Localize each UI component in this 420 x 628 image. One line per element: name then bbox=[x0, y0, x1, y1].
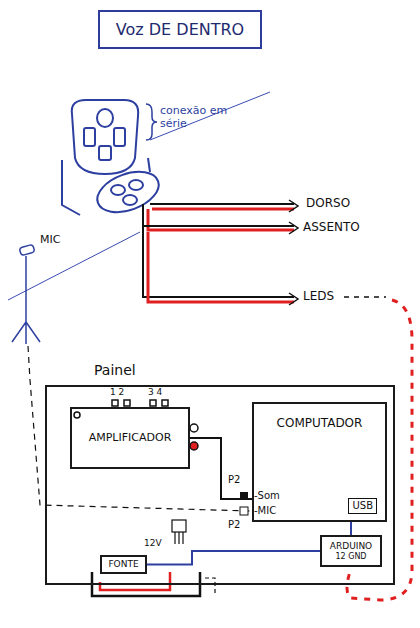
channel-number: 1 2 bbox=[110, 387, 124, 398]
wall-line bbox=[150, 92, 270, 140]
rca-plug bbox=[190, 442, 198, 450]
title-box: Voz DE DENTRO bbox=[98, 10, 262, 49]
signal-label: -Som bbox=[254, 490, 280, 502]
dashed-wire bbox=[205, 578, 215, 596]
dashed-lead bbox=[344, 296, 386, 298]
part-label: DORSO bbox=[306, 196, 350, 210]
note-label: conexão em série bbox=[160, 104, 234, 130]
arduino-box: ARDUINO12 GND bbox=[320, 535, 382, 567]
port-label: USB bbox=[348, 498, 377, 514]
chair-drawing bbox=[62, 100, 164, 220]
power-wire bbox=[147, 551, 320, 565]
pin-label: 12 GND bbox=[335, 552, 366, 562]
channel-number: 3 4 bbox=[148, 387, 162, 398]
bracket bbox=[146, 104, 157, 140]
seat-wires bbox=[143, 200, 298, 305]
part-label: ASSENTO bbox=[303, 220, 360, 234]
power-cable bbox=[100, 572, 170, 590]
regulator-symbol bbox=[172, 520, 186, 544]
part-label: MIC bbox=[40, 233, 60, 246]
signal-label: -MIC bbox=[254, 505, 276, 517]
rca-plug bbox=[190, 424, 198, 432]
amplifier-box: AMPLIFICADOR bbox=[70, 407, 190, 469]
audio-cable bbox=[190, 438, 252, 499]
usb-cable bbox=[350, 522, 352, 535]
power-supply-box: FONTE bbox=[100, 555, 147, 574]
power-supply-label: FONTE bbox=[108, 559, 138, 570]
amplifier-details bbox=[74, 400, 168, 418]
arduino-label: ARDUINO bbox=[330, 541, 372, 552]
part-label: LEDS bbox=[303, 289, 334, 303]
panel-heading: Painel bbox=[94, 362, 136, 379]
panel-board: PainelAMPLIFICADORCOMPUTADORUSBARDUINO12… bbox=[45, 385, 395, 585]
floor-line bbox=[8, 232, 140, 300]
mic-dashed-wire bbox=[28, 346, 250, 511]
mic-stand bbox=[12, 244, 40, 344]
connector-label: P2 bbox=[228, 519, 240, 531]
p2-plug bbox=[240, 507, 248, 515]
computer-box: COMPUTADOR USB bbox=[252, 402, 387, 522]
connector-label: P2 bbox=[228, 474, 240, 486]
voltage-label: 12V bbox=[144, 538, 162, 549]
computer-label: COMPUTADOR bbox=[277, 416, 363, 430]
amplifier-label: AMPLIFICADOR bbox=[89, 431, 172, 444]
